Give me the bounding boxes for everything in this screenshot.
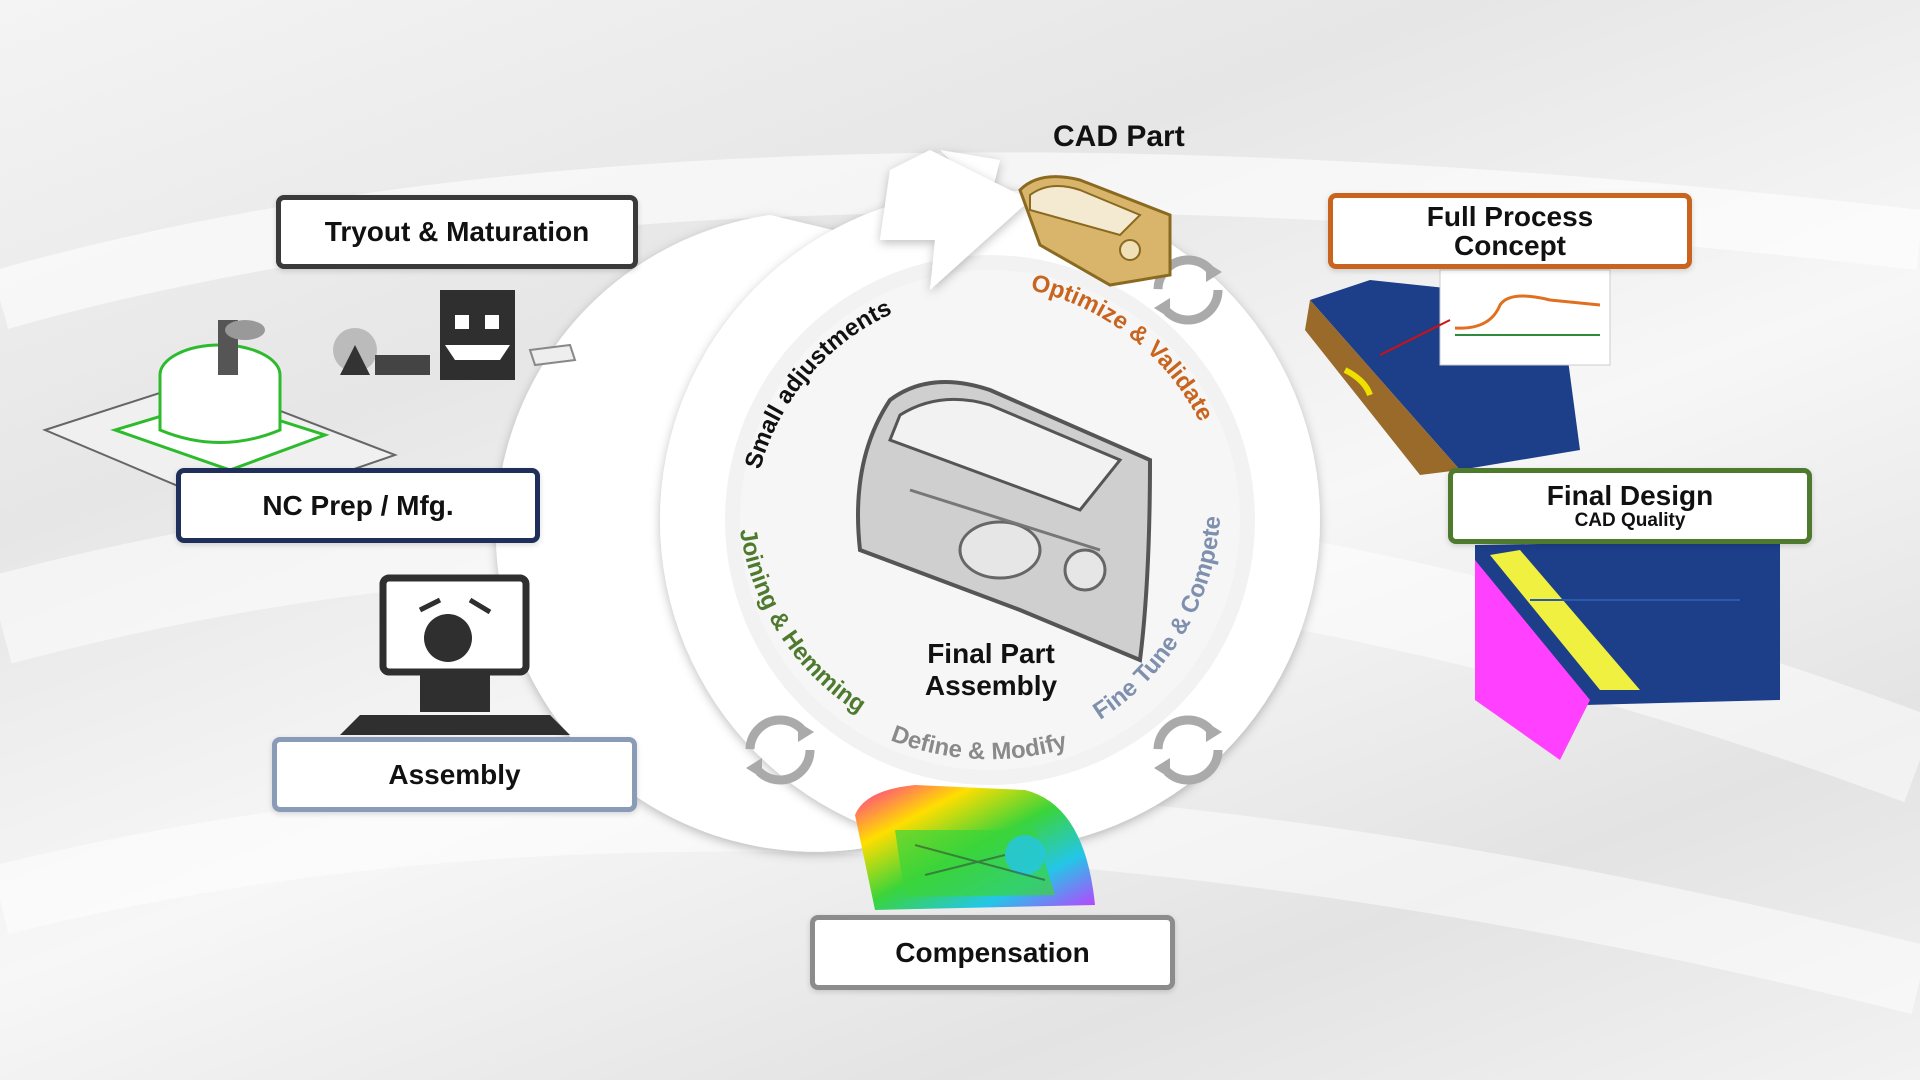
heatmap-image bbox=[855, 785, 1095, 910]
assembly-box[interactable]: Assembly bbox=[272, 737, 637, 812]
press-line-icon bbox=[333, 290, 577, 380]
center-title-line2: Assembly bbox=[924, 670, 1058, 702]
refresh-icon bbox=[1153, 715, 1223, 785]
final-design-image bbox=[1475, 540, 1780, 760]
cad-part-image bbox=[1018, 175, 1172, 287]
final-design-box[interactable]: Final Design CAD Quality bbox=[1448, 468, 1812, 544]
cycle-arrowhead bbox=[880, 150, 1030, 290]
final-design-subtitle: CAD Quality bbox=[1574, 509, 1686, 531]
full-process-line1: Full Process bbox=[1426, 200, 1594, 232]
tryout-maturation-box[interactable]: Tryout & Maturation bbox=[276, 195, 638, 269]
full-process-line2: Concept bbox=[1454, 230, 1566, 261]
refresh-icon bbox=[1153, 255, 1223, 325]
full-process-concept-box[interactable]: Full Process Concept bbox=[1328, 193, 1692, 269]
compensation-box[interactable]: Compensation bbox=[810, 915, 1175, 990]
final-design-title: Final Design bbox=[1546, 480, 1714, 512]
nc-prep-box[interactable]: NC Prep / Mfg. bbox=[176, 468, 540, 543]
robot-assembly-icon bbox=[340, 574, 570, 735]
center-title: Final Part Assembly bbox=[900, 638, 1082, 702]
process-concept-image bbox=[1305, 269, 1611, 475]
refresh-icon bbox=[745, 715, 815, 785]
cad-part-title: CAD Part bbox=[1053, 120, 1185, 153]
door-part-image bbox=[856, 380, 1153, 663]
center-title-line1: Final Part bbox=[927, 638, 1055, 669]
